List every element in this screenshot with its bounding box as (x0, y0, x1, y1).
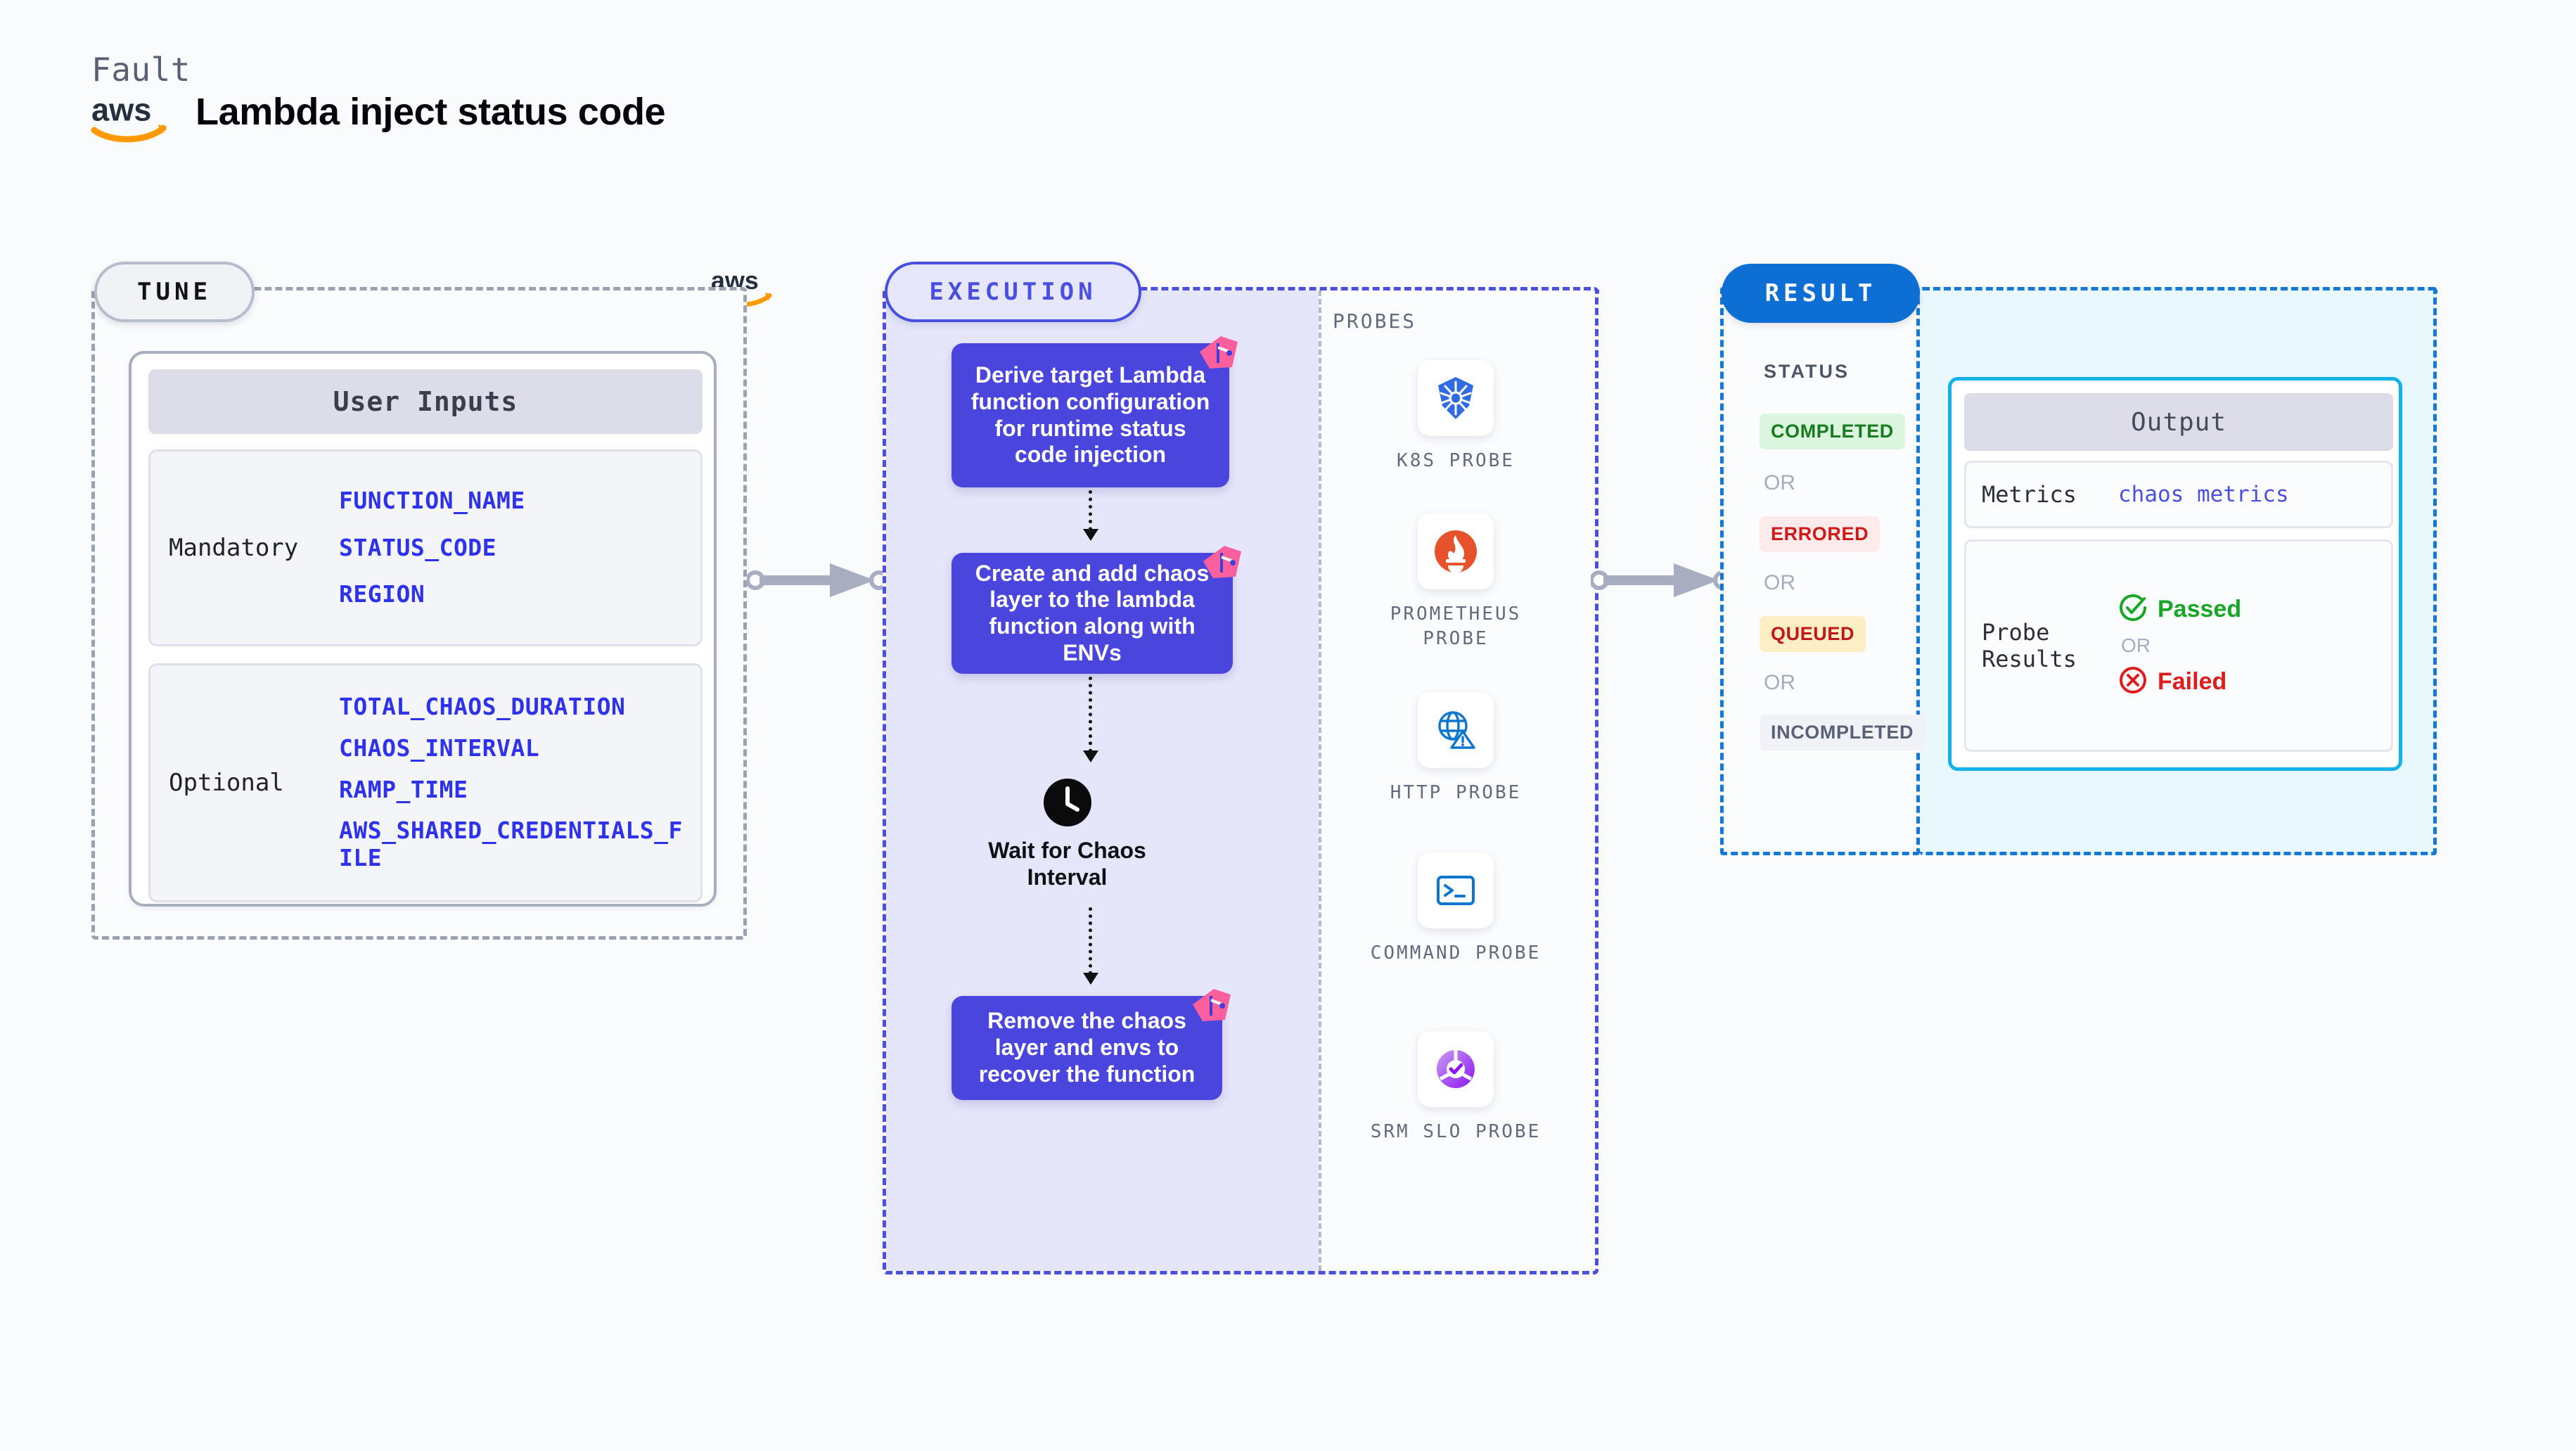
execution-to-result-arrow (1589, 559, 1733, 601)
prometheus-icon (1418, 513, 1494, 589)
x-circle-icon (2118, 665, 2148, 698)
probe-srm-slo[interactable]: SRM SLO PROBE (1364, 1031, 1547, 1144)
status-or-3: OR (1764, 671, 1795, 694)
probe-result-failed: Failed (2118, 665, 2241, 698)
output-metrics-value: chaos metrics (2118, 482, 2289, 507)
probe-srm-slo-label: SRM SLO PROBE (1370, 1121, 1542, 1142)
input-region: REGION (339, 580, 425, 608)
step-connector-2 (1083, 677, 1098, 762)
probe-result-passed: Passed (2118, 593, 2241, 626)
litmus-ribbon-icon (1197, 332, 1241, 373)
litmus-ribbon-icon (1200, 542, 1244, 582)
fault-eyebrow: Fault (91, 51, 191, 89)
probe-command[interactable]: COMMAND PROBE (1364, 852, 1547, 966)
input-function-name: FUNCTION_NAME (339, 486, 525, 514)
execution-badge: EXECUTION (885, 262, 1141, 322)
terminal-icon (1418, 852, 1494, 928)
mandatory-label: Mandatory (169, 534, 299, 562)
result-badge: RESULT (1722, 264, 1920, 323)
probes-title: PROBES (1333, 309, 1417, 333)
tune-badge: TUNE (94, 262, 255, 322)
execution-step-2: Create and add chaos layer to the lambda… (951, 546, 1241, 674)
tune-to-execution-arrow (745, 559, 889, 601)
srm-slo-icon (1418, 1031, 1494, 1107)
status-badge-errored: ERRORED (1760, 516, 1880, 552)
probe-k8s-label: K8S PROBE (1397, 450, 1515, 471)
probe-http-label: HTTP PROBE (1390, 782, 1522, 803)
status-title: STATUS (1764, 361, 1850, 382)
probe-k8s[interactable]: K8S PROBE (1364, 360, 1547, 473)
optional-label: Optional (169, 769, 284, 797)
status-badge-completed: COMPLETED (1760, 414, 1905, 449)
tune-panel: User Inputs Mandatory FUNCTION_NAME STAT… (91, 287, 747, 940)
execution-step-2-label: Create and add chaos layer to the lambda… (975, 560, 1210, 665)
probe-prometheus[interactable]: PROMETHEUS PROBE (1364, 513, 1547, 651)
probe-http[interactable]: HTTP PROBE (1364, 692, 1547, 805)
http-globe-warning-icon (1418, 692, 1494, 768)
step-connector-3 (1083, 907, 1098, 985)
user-inputs-title: User Inputs (148, 369, 703, 434)
kubernetes-icon (1418, 360, 1494, 436)
probe-passed-label: Passed (2158, 596, 2242, 622)
check-circle-icon (2118, 593, 2148, 626)
wait-node-label: Wait for Chaos Interval (988, 838, 1146, 890)
probe-prometheus-label: PROMETHEUS PROBE (1390, 603, 1522, 650)
status-or-2: OR (1764, 571, 1795, 594)
execution-step-1-label: Derive target Lambda function configurat… (970, 362, 1210, 468)
probe-command-label: COMMAND PROBE (1370, 942, 1542, 964)
clock-icon (1042, 777, 1093, 828)
probe-failed-label: Failed (2158, 668, 2227, 695)
execution-step-3-label: Remove the chaos layer and envs to recov… (978, 1008, 1196, 1087)
execution-probes-divider (1319, 290, 1321, 1271)
input-ramp-time: RAMP_TIME (339, 775, 468, 803)
result-status-panel (1720, 287, 1920, 855)
input-total-chaos-duration: TOTAL_CHAOS_DURATION (339, 692, 626, 720)
output-metrics-key: Metrics (1982, 480, 2077, 508)
status-or-1: OR (1764, 471, 1795, 494)
execution-step-3: Remove the chaos layer and envs to recov… (951, 989, 1231, 1100)
svg-text:aws: aws (91, 91, 151, 127)
user-inputs-card: User Inputs Mandatory FUNCTION_NAME STAT… (129, 351, 717, 907)
input-chaos-interval: CHAOS_INTERVAL (339, 734, 540, 762)
output-metrics-row: Metrics chaos metrics (1964, 461, 2393, 528)
output-title: Output (1964, 393, 2393, 451)
status-badge-incompleted: INCOMPLETED (1760, 715, 1925, 750)
execution-step-1: Derive target Lambda function configurat… (951, 336, 1238, 487)
aws-logo-icon: aws (90, 90, 173, 145)
input-aws-shared-credentials-file: AWS_SHARED_CREDENTIALS_FILE (339, 817, 683, 872)
mandatory-inputs-group: Mandatory FUNCTION_NAME STATUS_CODE REGI… (148, 449, 703, 646)
step-connector-1 (1083, 490, 1098, 541)
wait-for-chaos-interval-node: Wait for Chaos Interval (946, 777, 1188, 891)
litmus-ribbon-icon (1190, 985, 1233, 1025)
status-badge-queued: QUEUED (1760, 616, 1866, 652)
probe-result-or: OR (2121, 634, 2151, 656)
page-title: Lambda inject status code (196, 91, 666, 133)
optional-inputs-group: Optional TOTAL_CHAOS_DURATION CHAOS_INTE… (148, 663, 703, 902)
input-status-code: STATUS_CODE (339, 533, 497, 561)
